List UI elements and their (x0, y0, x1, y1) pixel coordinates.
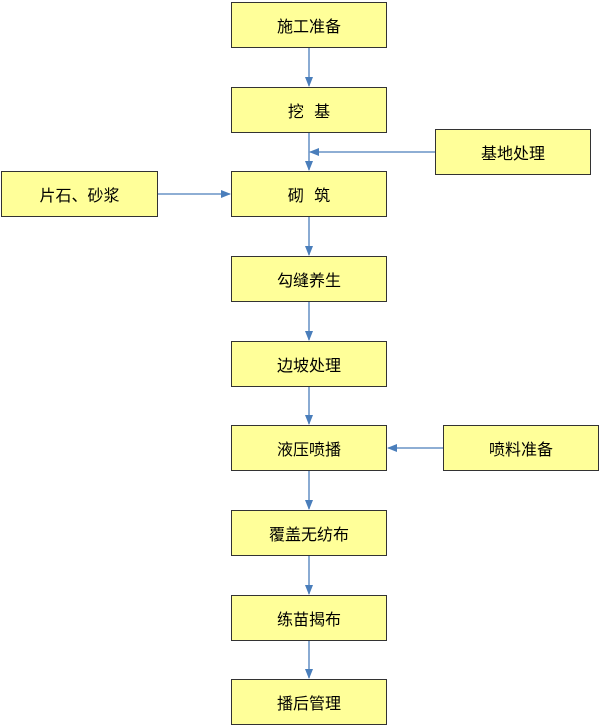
step-construction-prep: 施工准备 (231, 2, 387, 48)
input-foundation-treatment: 基地处理 (435, 129, 591, 175)
step-hydraulic-spraying: 液压喷播 (231, 425, 387, 471)
step-slope-treatment: 边坡处理 (231, 341, 387, 387)
input-spray-material-prep: 喷料准备 (443, 425, 599, 471)
step-masonry: 砌 筑 (231, 171, 387, 217)
step-pointing-curing: 勾缝养生 (231, 256, 387, 302)
step-seedling-uncover: 练苗揭布 (231, 595, 387, 641)
step-post-sowing-management: 播后管理 (231, 679, 387, 725)
step-excavation: 挖 基 (231, 87, 387, 133)
input-stone-mortar: 片石、砂浆 (1, 171, 158, 217)
step-cover-nonwoven: 覆盖无纺布 (231, 510, 387, 556)
